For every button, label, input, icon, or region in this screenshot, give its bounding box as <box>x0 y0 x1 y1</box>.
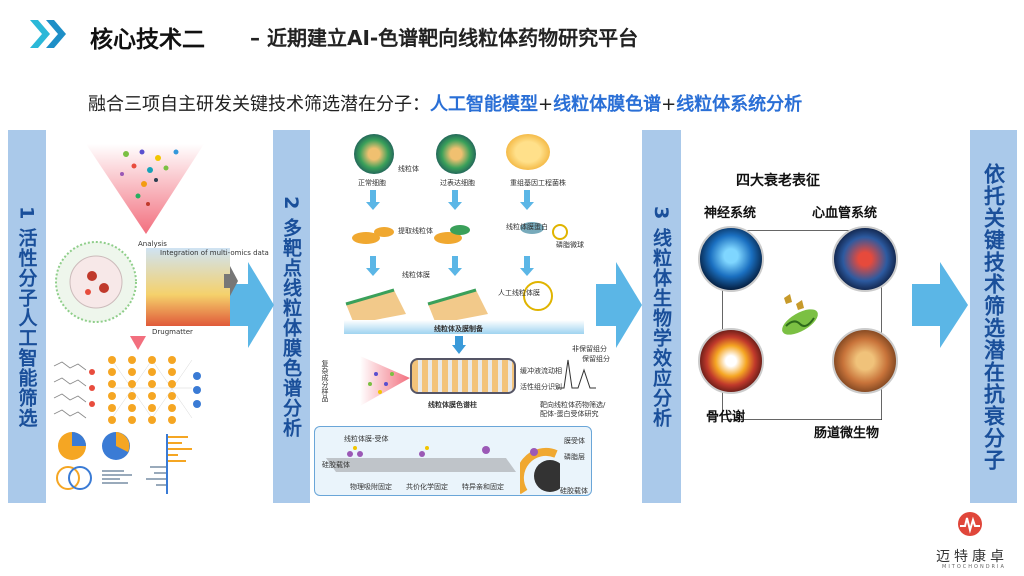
retained-label: 保留组分 <box>582 355 610 363</box>
panel-conclusion: 依托关键技术筛选潜在抗衰分子 <box>970 130 1017 503</box>
screen-note-1: 靶向线粒体药物筛选/ <box>540 401 606 409</box>
arrow-down-icon <box>130 336 146 350</box>
normal-cell-label: 正常细胞 <box>358 179 386 187</box>
column-label: 线粒体膜色谱柱 <box>428 401 477 409</box>
membrane-chromatography-figure: 线粒体 正常细胞 过表达细胞 重组基因工程菌株 提取线粒体 线粒体膜蛋白 磷脂微… <box>310 130 610 502</box>
page-subtitle: – 近期建立AI-色谱靶向线粒体药物研究平台 <box>250 26 639 50</box>
ai-model-figure: Integration of multi-omics data Analysis… <box>48 130 269 502</box>
extract-label: 提取线粒体 <box>398 227 433 235</box>
panel-ai-screening: 1 活性分子人工智能筛选 <box>8 130 46 503</box>
overexp-cell-label: 过表达细胞 <box>440 179 475 187</box>
flow-arrow-1-icon <box>226 262 274 348</box>
panel-bio-effect-label: 3 线粒体生物学效应分析 <box>650 205 672 428</box>
artificial-membrane-label: 人工线粒体膜 <box>498 289 540 297</box>
recomb-label: 重组基因工程菌株 <box>510 179 566 187</box>
drugmatter-label: Drugmatter <box>152 328 193 336</box>
panel-membrane-chromatography: 2 多靶点线粒体膜色谱分析 <box>273 130 310 503</box>
gut-icon <box>832 328 898 394</box>
double-chevron-icon <box>30 20 66 48</box>
prep-flow-arrows-icon <box>345 190 568 324</box>
mito-label: 线粒体 <box>398 165 419 173</box>
sample-cone-icon <box>360 356 410 406</box>
panel-membrane-chromatography-label: 2 多靶点线粒体膜色谱分析 <box>280 195 302 438</box>
screen-note-2: 配体-蛋白受体研究 <box>540 410 599 418</box>
aging-signs-figure: 四大衰老表征 神经系统 心血管系统 骨代谢 肠道微生物 <box>682 130 910 502</box>
arrow-down-icon <box>452 336 466 354</box>
company-subname: MITOCHONDRIA <box>942 564 1006 570</box>
intro-tech-1: 人工智能模型 <box>430 94 538 115</box>
prep-band <box>344 320 584 334</box>
company-logo-icon <box>958 512 982 536</box>
chromatography-column <box>410 358 516 394</box>
overexp-cell-icon <box>436 134 476 174</box>
intro-tech-3: 线粒体系统分析 <box>676 94 803 115</box>
integration-label: Integration of multi-omics data <box>160 249 269 257</box>
receptor-label: 膜受体 <box>564 437 585 445</box>
molecule-funnel-icon <box>86 144 204 234</box>
brain-icon <box>698 226 764 292</box>
flow-arrow-3-icon <box>912 262 968 348</box>
gut-label: 肠道微生物 <box>814 426 880 441</box>
network-circle-icon <box>55 241 137 323</box>
nonretained-label: 非保留组分 <box>572 345 607 353</box>
intro-plus-1: + <box>538 94 554 115</box>
mito-membrane-label: 线粒体膜 <box>402 271 430 279</box>
immobilization-slab-icon <box>326 446 516 472</box>
lipid-layer-label: 磷脂层 <box>564 453 585 461</box>
intro-prefix: 融合三项自主研发关键技术筛选潜在分子： <box>88 94 430 115</box>
covalent-label: 共价化学固定 <box>406 483 448 491</box>
prep-label: 线粒体及膜制备 <box>434 325 483 333</box>
silica-carrier-2-label: 硅胶载体 <box>560 487 588 495</box>
analysis-charts-icon <box>56 432 192 494</box>
flow-arrow-2-icon <box>596 262 642 348</box>
panel-conclusion-label: 依托关键技术筛选潜在抗衰分子 <box>981 162 1006 471</box>
arrow-right-icon <box>224 266 238 296</box>
mitochondrion-icon <box>782 294 818 335</box>
buffer-label: 缓冲液流动相 <box>520 367 562 375</box>
omics-integration-block: Integration of multi-omics data <box>146 248 269 326</box>
bone-icon <box>698 328 764 394</box>
intro-line: 融合三项自主研发关键技术筛选潜在分子：人工智能模型+线粒体膜色谱+线粒体系统分析 <box>88 90 802 116</box>
aging-title: 四大衰老表征 <box>736 173 820 189</box>
intro-tech-2: 线粒体膜色谱 <box>553 94 662 115</box>
petri-dish-icon <box>506 134 550 170</box>
silica-carrier-label: 硅胶载体 <box>322 461 350 469</box>
page-title: 核心技术二 <box>90 27 205 53</box>
specific-label: 特异亲和固定 <box>462 483 504 491</box>
intro-plus-2: + <box>661 94 677 115</box>
membrane-protein-label: 线粒体膜蛋白 <box>506 223 548 231</box>
complex-sample-label: 复杂成分样品 <box>321 360 329 402</box>
physical-label: 物理吸附固定 <box>350 483 392 491</box>
active-id-label: 活性组分识别 <box>520 383 562 391</box>
neural-network-icon <box>53 356 201 424</box>
phospholipid-label: 磷脂微球 <box>556 241 584 249</box>
panel-ai-screening-label: 1 活性分子人工智能筛选 <box>15 205 38 428</box>
bone-label: 骨代谢 <box>706 410 746 425</box>
normal-cell-icon <box>354 134 394 174</box>
chromatogram-icon <box>556 359 596 389</box>
nerve-label: 神经系统 <box>704 206 757 221</box>
membrane-receptor-label: 线粒体膜-受体 <box>344 435 389 443</box>
silica-bead-icon <box>520 448 560 494</box>
analysis-label: Analysis <box>138 240 167 248</box>
panel-bio-effect: 3 线粒体生物学效应分析 <box>642 130 681 503</box>
company-name: 迈特康卓 <box>936 549 1008 565</box>
cardio-label: 心血管系统 <box>812 206 878 221</box>
heart-icon <box>832 226 898 292</box>
